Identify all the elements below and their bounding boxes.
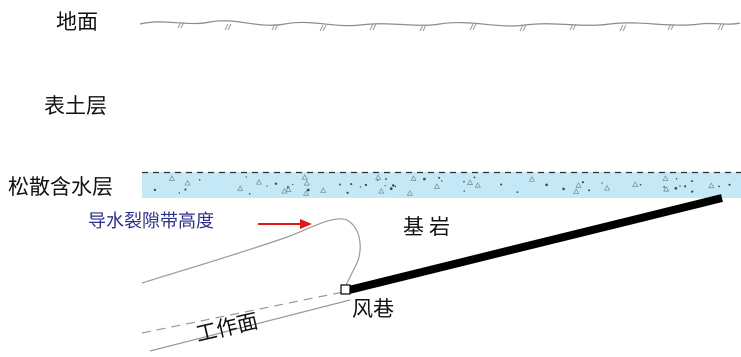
- aquifer-dot: [718, 185, 720, 188]
- aquifer-gravel: [474, 182, 481, 188]
- aquifer-dot: [581, 181, 584, 184]
- aquifer-dot: [473, 176, 476, 179]
- aquifer-dot: [440, 180, 443, 182]
- working-face-lower-line: [149, 299, 351, 352]
- aquifer-dot: [601, 182, 603, 184]
- aquifer-gravel: [255, 178, 263, 185]
- aquifer-gravel: [168, 175, 175, 181]
- aquifer-dot: [391, 184, 395, 187]
- aquifer-dot: [562, 187, 565, 191]
- aquifer-dot: [266, 185, 268, 187]
- aquifer-dot: [389, 187, 393, 190]
- aquifer-dot: [359, 186, 362, 188]
- aquifer-gravel: [708, 182, 715, 189]
- aquifer-dot: [639, 183, 642, 186]
- aquifer-dot: [350, 183, 353, 186]
- airway-section-box: [340, 284, 351, 295]
- aquifer-gravel: [184, 179, 191, 186]
- aquifer-dot: [588, 189, 591, 192]
- aquifer-label: 松散含水层: [8, 175, 113, 199]
- aquifer-gravel: [466, 179, 474, 185]
- aquifer-gravel: [573, 188, 580, 194]
- aquifer-gravel: [285, 186, 292, 192]
- aquifer-dot: [178, 192, 180, 194]
- aquifer-gravel: [663, 186, 670, 192]
- aquifer-dot: [245, 176, 247, 178]
- aquifer-dot: [663, 186, 665, 188]
- aquifer-gravel: [320, 187, 327, 193]
- aquifer-dot: [198, 179, 201, 181]
- fracture-zone-curve: [141, 218, 361, 288]
- aquifer-gravel: [575, 182, 582, 188]
- aquifer-dot: [153, 188, 157, 192]
- bedrock-label: 基岩: [403, 215, 455, 239]
- aquifer-dot: [438, 176, 440, 179]
- aquifer-dot: [691, 190, 694, 193]
- fracture-zone-height-label: 导水裂隙带高度: [88, 211, 214, 232]
- aquifer-dot: [500, 183, 503, 186]
- ground-hatch-marks: [177, 21, 725, 32]
- airway-roadway-line: [348, 194, 723, 294]
- aquifer-gravel: [632, 181, 639, 187]
- aquifer-dot: [292, 183, 294, 186]
- aquifer-gravel: [406, 190, 413, 196]
- aquifer-dot: [463, 180, 465, 183]
- aquifer-dot: [728, 183, 731, 186]
- aquifer-dot: [690, 180, 693, 183]
- aquifer-dot: [679, 185, 681, 187]
- aquifer-gravel: [303, 179, 310, 186]
- aquifer-gravel: [237, 185, 244, 191]
- aquifer-dot: [545, 183, 548, 187]
- aquifer-dot: [346, 191, 349, 194]
- aquifer-gravel: [410, 175, 417, 181]
- aquifer-dot: [274, 182, 278, 185]
- aquifer-dot: [384, 185, 386, 187]
- aquifer-gravel: [603, 184, 611, 191]
- aquifer-dot: [674, 186, 678, 190]
- ground-surface-line: [139, 20, 741, 27]
- aquifer-gravel: [433, 183, 440, 189]
- aquifer-dot: [339, 183, 342, 186]
- aquifer-dot: [394, 185, 397, 188]
- aquifer-gravel: [281, 187, 288, 194]
- aquifer-dot: [364, 183, 368, 187]
- aquifer-dot: [675, 178, 678, 180]
- aquifer-dot: [248, 193, 251, 195]
- aquifer-gravel: [375, 174, 382, 180]
- aquifer-dot: [423, 177, 426, 181]
- aquifer-dot: [184, 188, 187, 191]
- topsoil-label: 表土层: [44, 94, 107, 118]
- ground-label: 地面: [56, 10, 98, 34]
- aquifer-dot: [683, 185, 687, 188]
- aquifer-dot: [385, 177, 387, 180]
- aquifer-dot: [306, 188, 310, 192]
- coal-seam-dashed-line: [141, 291, 344, 334]
- aquifer-dot: [463, 190, 465, 192]
- aquifer-gravel: [662, 175, 669, 181]
- aquifer-gravel: [302, 190, 310, 196]
- aquifer-gravel: [528, 176, 535, 182]
- aquifer-band: [142, 172, 741, 198]
- fracture-height-arrow: [258, 219, 312, 229]
- aquifer-gravel: [301, 174, 308, 180]
- aquifer-gravel: [378, 187, 385, 194]
- aquifer-speckles: [153, 174, 731, 196]
- aquifer-dot: [516, 191, 519, 194]
- airway-label: 风巷: [352, 297, 394, 321]
